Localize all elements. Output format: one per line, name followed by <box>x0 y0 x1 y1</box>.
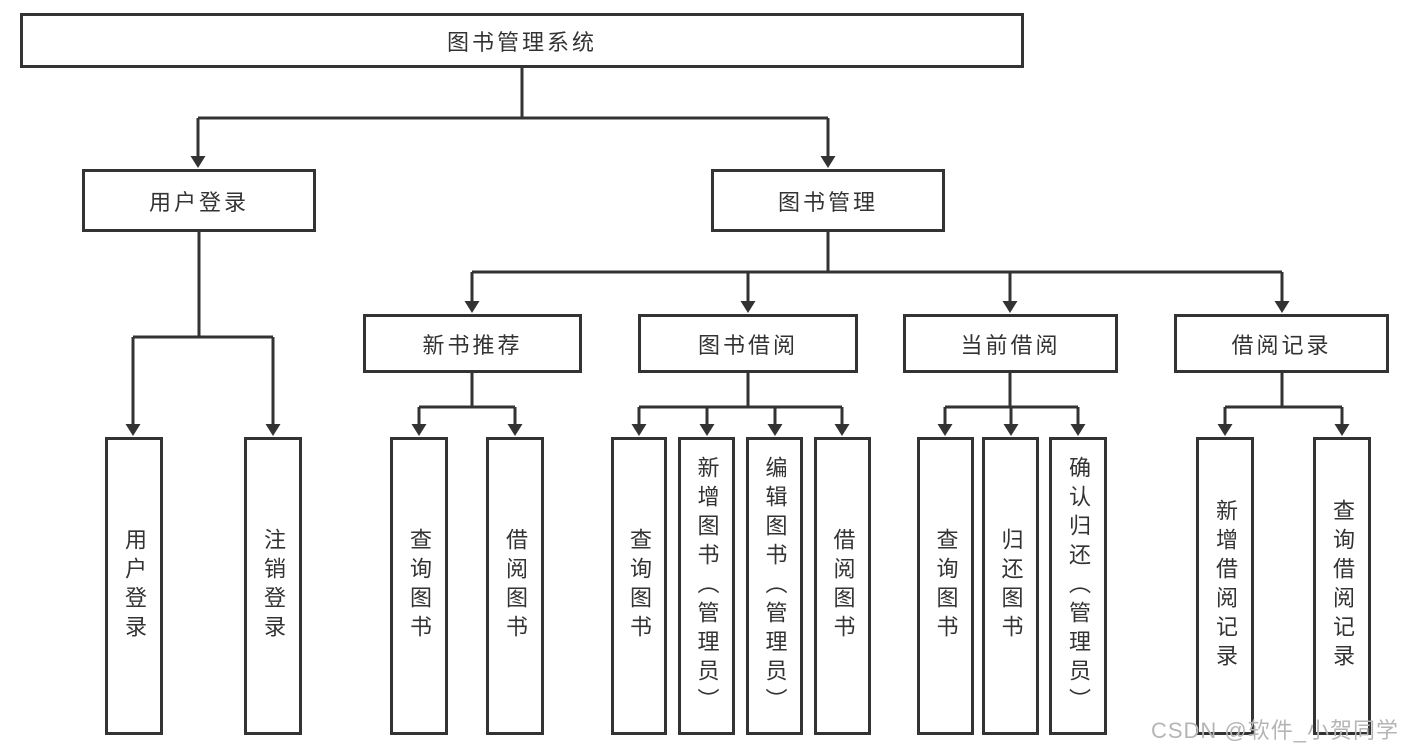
watermark: CSDN @软件_小贺同学 <box>1150 718 1399 743</box>
node-root: 图书管理系统 <box>20 13 1024 68</box>
leaf-query-borrow-record: 查询借阅记录 <box>1313 437 1371 735</box>
node-label: 新增借阅记录 <box>1213 499 1238 673</box>
arrowhead-icons <box>125 156 1350 436</box>
leaf-confirm-return-admin: 确认归还（管理员） <box>1049 437 1107 735</box>
leaf-edit-book-admin: 编辑图书（管理员） <box>746 437 803 735</box>
node-current-borrow: 当前借阅 <box>903 314 1118 373</box>
node-label: 编辑图书（管理员） <box>762 455 788 717</box>
node-label: 确认归还（管理员） <box>1066 455 1091 717</box>
node-label: 查询图书 <box>407 528 432 644</box>
node-label: 借阅图书 <box>830 528 856 644</box>
node-label: 借阅图书 <box>503 528 528 644</box>
node-new-book-recommend: 新书推荐 <box>363 314 582 373</box>
leaf-logout: 注销登录 <box>244 437 302 735</box>
node-user-login: 用户登录 <box>82 169 316 232</box>
node-book-borrow: 图书借阅 <box>638 314 858 373</box>
leaf-borrow-books-2: 借阅图书 <box>814 437 871 735</box>
leaf-return-book: 归还图书 <box>982 437 1039 735</box>
node-label: 新增图书（管理员） <box>694 455 720 717</box>
leaf-user-login: 用户登录 <box>105 437 163 735</box>
leaf-add-book-admin: 新增图书（管理员） <box>678 437 735 735</box>
leaf-borrow-books-1: 借阅图书 <box>486 437 544 735</box>
leaf-query-books-3: 查询图书 <box>917 437 974 735</box>
leaf-add-borrow-record: 新增借阅记录 <box>1196 437 1254 735</box>
node-label: 用户登录 <box>122 528 147 644</box>
node-borrow-records: 借阅记录 <box>1174 314 1389 373</box>
leaf-query-books-2: 查询图书 <box>611 437 667 735</box>
node-book-mgmt: 图书管理 <box>711 169 945 232</box>
node-label: 注销登录 <box>261 528 286 644</box>
node-label: 查询借阅记录 <box>1330 499 1355 673</box>
node-label: 查询图书 <box>627 528 652 644</box>
node-label: 归还图书 <box>998 528 1024 644</box>
node-label: 查询图书 <box>933 528 959 644</box>
leaf-query-books-1: 查询图书 <box>390 437 448 735</box>
connector-paths <box>131 66 1344 427</box>
